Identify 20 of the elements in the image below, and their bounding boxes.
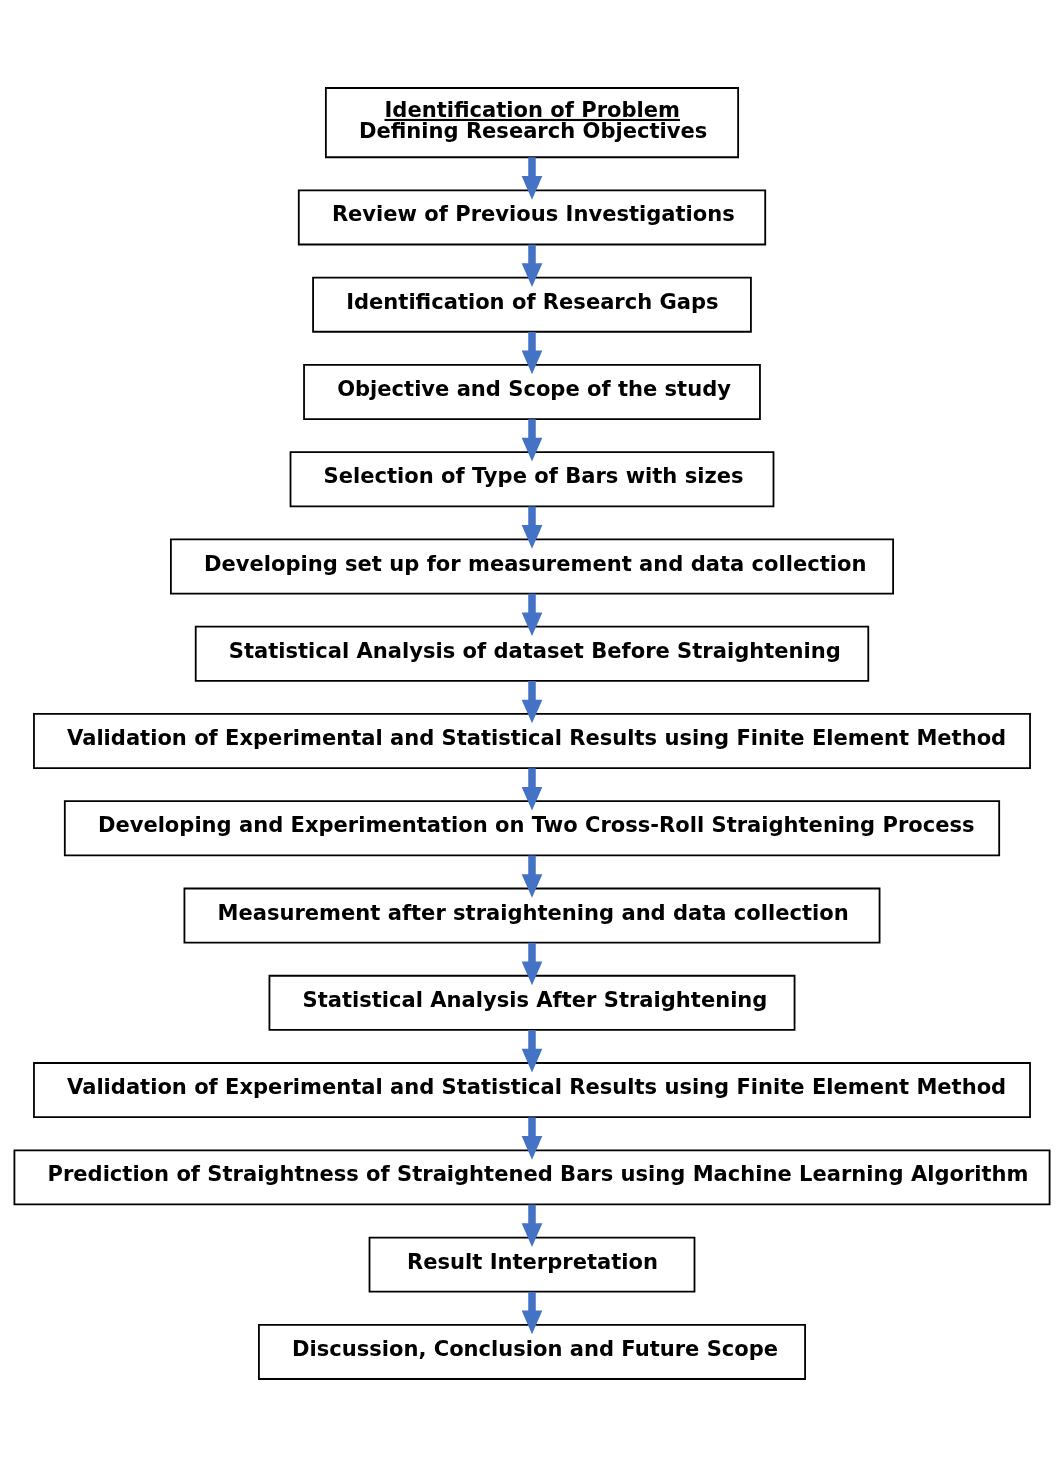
node-box: Developing set up for measurement and data collection: [170, 538, 894, 594]
node-box: Result Interpretation: [368, 1236, 696, 1293]
node-box: Validation of Experimental and Statistical Results using Finite Element Method: [33, 1061, 1031, 1118]
node-box: Objective and Scope of the study: [303, 363, 761, 420]
node-box: Statistical Analysis After Straightening: [268, 974, 796, 1031]
node-box: Discussion, Conclusion and Future Scope: [258, 1323, 806, 1380]
node-box: Validation of Experimental and Statistical Results using Finite Element Method: [33, 712, 1031, 769]
node-box: Prediction of Straightness of Straightened Bars using Machine Learning Algorithm: [13, 1148, 1051, 1205]
node-box: Statistical Analysis of dataset Before Straightening: [194, 625, 870, 682]
node-box: Identification of Problem Defining Research Objectives: [324, 86, 740, 158]
arrow: [521, 1116, 543, 1160]
arrow: [521, 767, 543, 811]
arrow: [521, 505, 543, 549]
arrow: [521, 156, 543, 200]
node-box: Selection of Type of Bars with sizes: [289, 450, 775, 507]
arrow: [521, 418, 543, 462]
node-box: Developing and Experimentation on Two Cross-Roll Straightening Process: [63, 799, 1001, 856]
node-box: Measurement after straightening and data collection: [183, 887, 881, 944]
node-box: Identification of Research Gaps: [312, 276, 752, 333]
node-box: Review of Previous Investigations: [297, 188, 767, 245]
